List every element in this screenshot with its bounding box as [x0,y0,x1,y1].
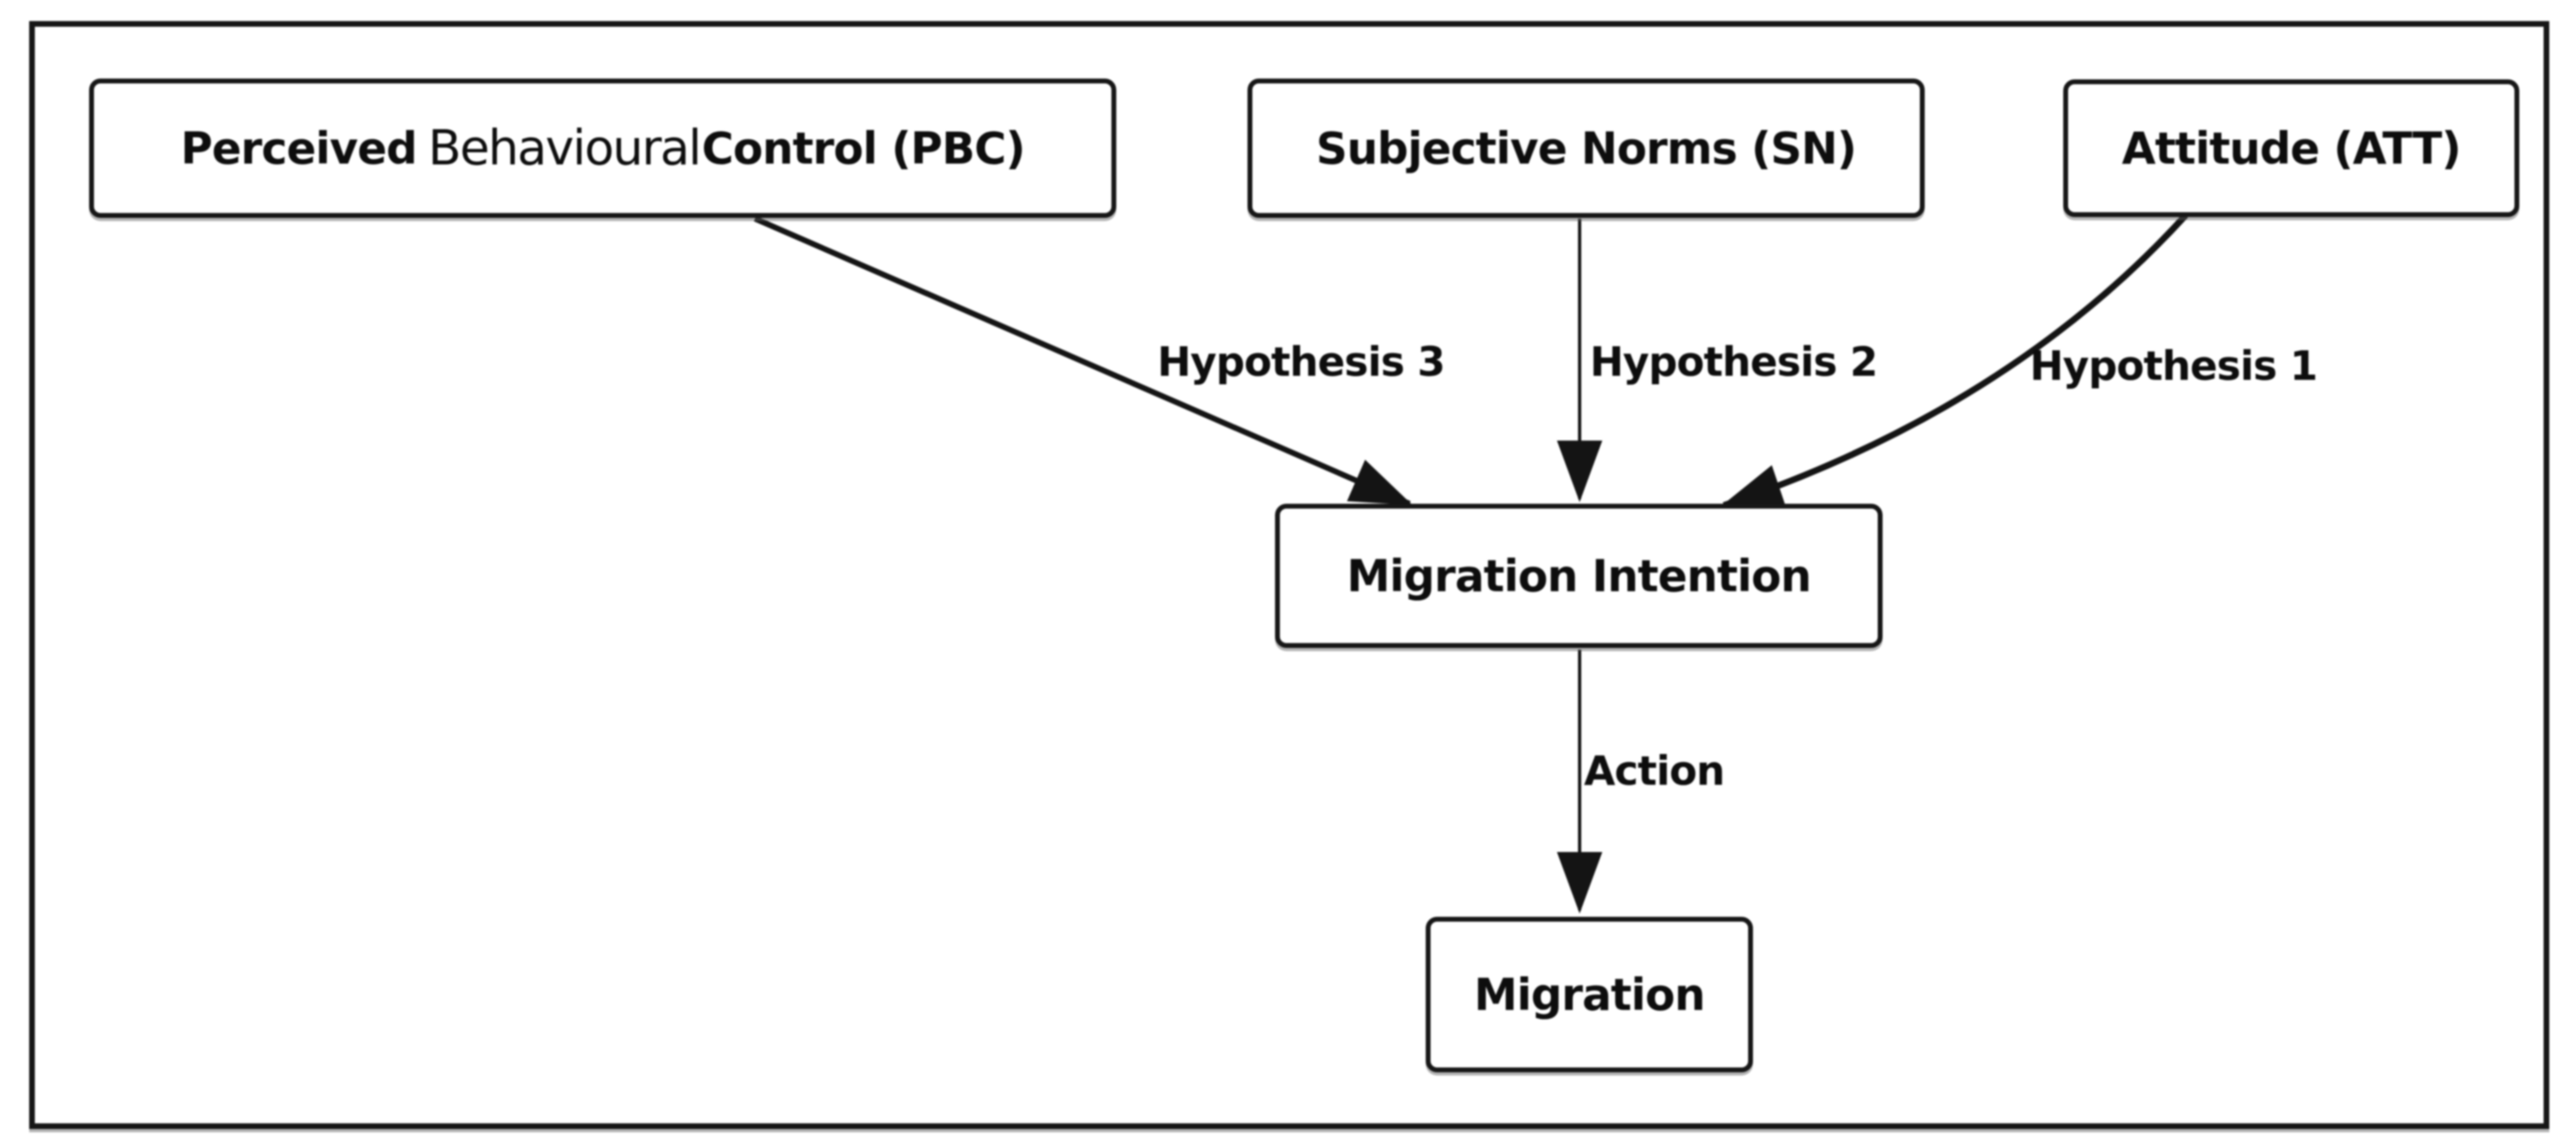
edge-label-hypothesis-2: Hypothesis 2 [1589,339,1879,386]
pbc-label-regular: Behavioural [428,120,702,177]
edge-label-hypothesis-1: Hypothesis 1 [2029,343,2318,390]
node-attitude: Attitude (ATT) [2063,79,2519,217]
pbc-label-bold-2: Control (PBC) [702,122,1026,174]
edge-label-hypothesis-3: Hypothesis 3 [1157,339,1446,386]
edge-pbc-to-intention-arrow [753,215,1413,507]
edge-att-to-intention-arrow [1721,213,2188,509]
edge-label-action: Action [1584,748,1725,795]
migration-intention-label: Migration Intention [1346,550,1812,602]
pbc-label-bold-1: Perceived [180,122,417,174]
node-migration-intention: Migration Intention [1275,504,1883,648]
node-migration: Migration [1426,917,1753,1072]
migration-label: Migration [1474,969,1706,1020]
sn-label: Subjective Norms (SN) [1316,122,1857,174]
outer-border [29,21,2549,1129]
node-subjective-norms: Subjective Norms (SN) [1247,79,1925,218]
att-label: Attitude (ATT) [2122,122,2461,174]
